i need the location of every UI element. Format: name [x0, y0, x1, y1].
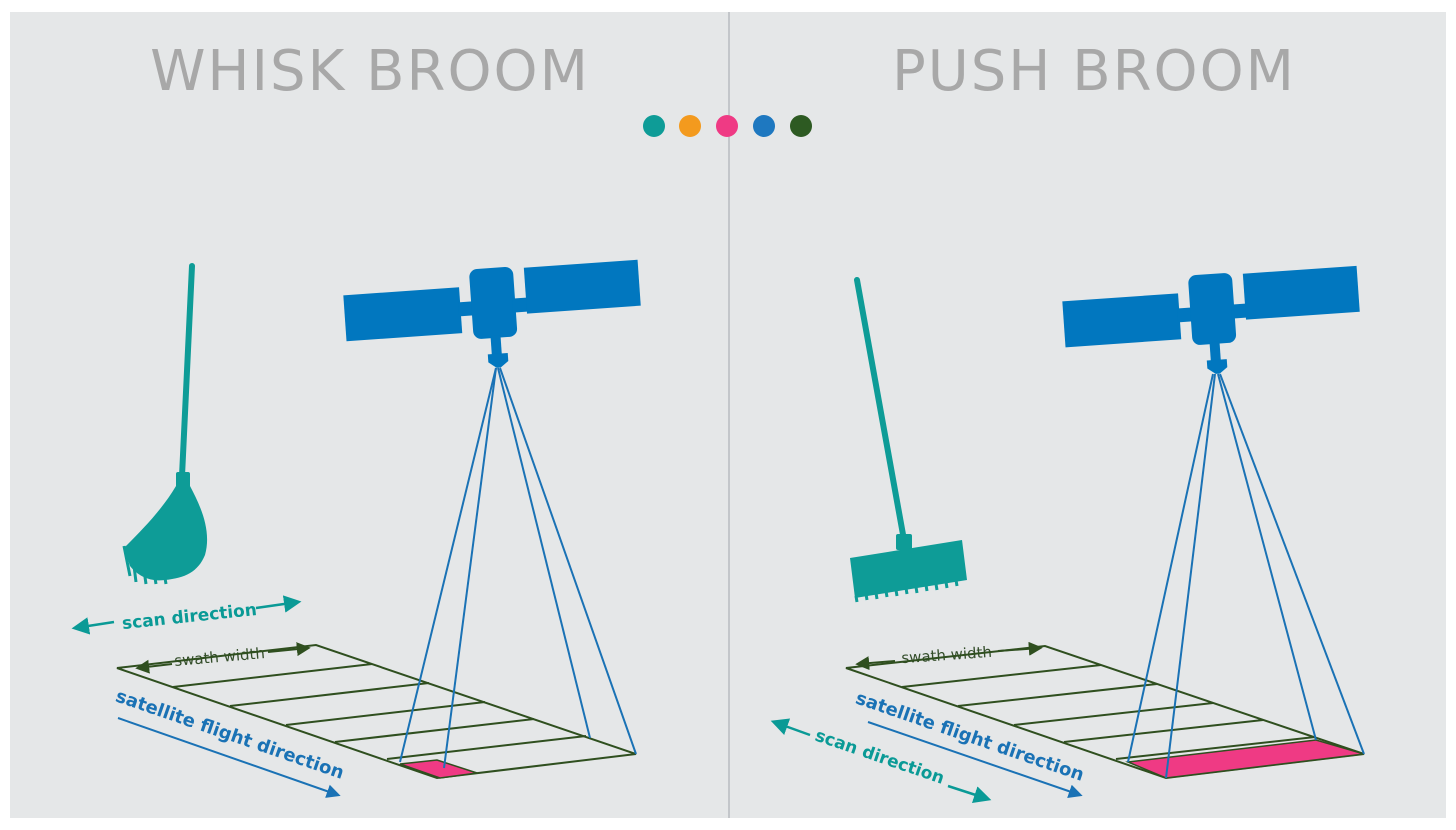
swath-arrow-left [135, 659, 173, 674]
push-broom-icon [850, 277, 967, 603]
whisk-broom-icon [122, 263, 208, 585]
sensor-beams [1127, 373, 1365, 779]
satellite-icon [1062, 265, 1360, 374]
scan-arrow-left [770, 718, 811, 737]
color-dot-teal [643, 115, 665, 137]
push-broom-title: PUSH BROOM [892, 39, 1296, 104]
satellite-icon [343, 259, 641, 368]
flight-direction-arrow [117, 717, 341, 798]
color-dot-green [790, 115, 812, 137]
color-dot-blue [753, 115, 775, 137]
flight-direction-arrow [867, 721, 1083, 798]
scan-arrow-right [255, 595, 302, 613]
sensor-beams [399, 367, 637, 769]
whisk-broom-title: WHISK BROOM [150, 39, 590, 104]
background [10, 12, 1446, 818]
swath-arrow-right [267, 642, 311, 657]
color-dot-row [643, 115, 812, 137]
color-dot-orange [679, 115, 701, 137]
scan-arrow-left [71, 617, 115, 635]
color-dot-pink [716, 115, 738, 137]
swath-arrow-left [855, 656, 896, 671]
scan-pixel-highlight [399, 759, 478, 779]
scan-arrow-right [947, 784, 992, 803]
